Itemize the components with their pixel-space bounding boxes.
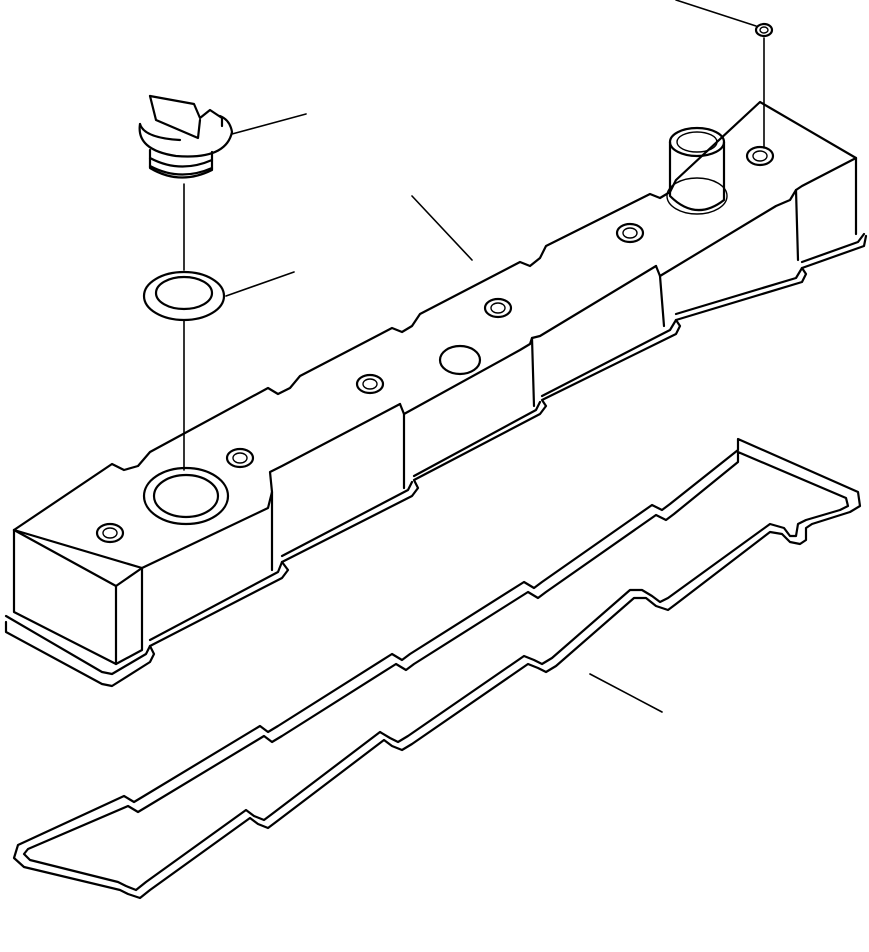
small-washer [754, 22, 774, 38]
leader-line-o-ring [225, 271, 295, 297]
leader-line-gasket [589, 673, 663, 713]
leader-line-washer [675, 0, 757, 27]
o-ring-seal [142, 270, 226, 322]
leader-lines [225, 0, 757, 713]
valve-cover [4, 100, 868, 688]
leader-line-cover [411, 195, 473, 261]
oil-filler-cap [138, 94, 234, 179]
leader-line-cap [231, 113, 307, 135]
alignment-lines [183, 37, 765, 471]
valve-cover-gasket [12, 437, 862, 900]
